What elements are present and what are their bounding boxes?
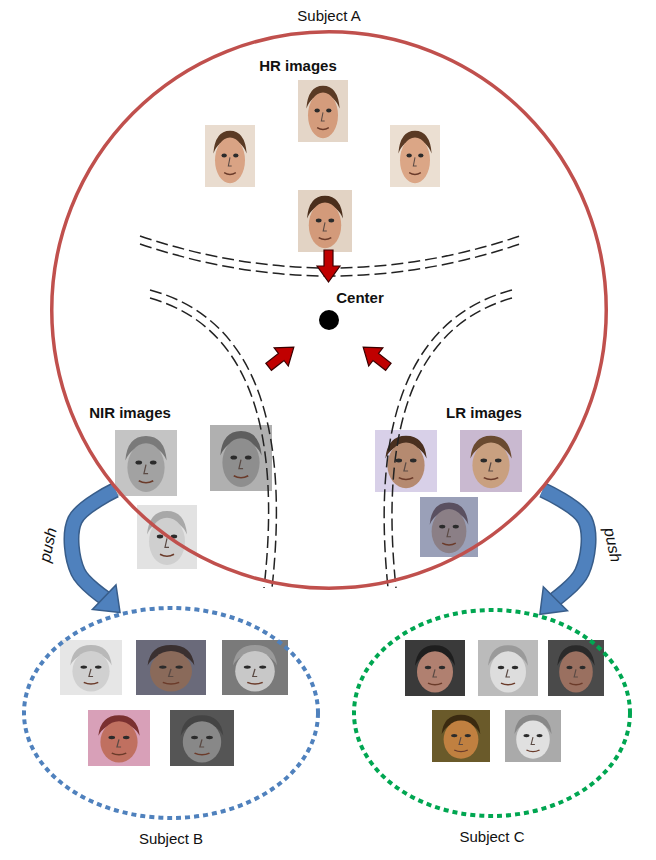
circle-border	[24, 608, 318, 818]
separator-line	[150, 290, 276, 588]
red-arrow	[317, 250, 340, 282]
center-arrows	[262, 250, 396, 376]
face-image	[298, 80, 348, 142]
edge-label: push	[599, 526, 624, 564]
face-image	[548, 640, 604, 696]
subject-c-face-images	[405, 640, 604, 762]
separator-line	[392, 298, 512, 588]
circle-border	[354, 610, 630, 816]
face-image	[298, 190, 352, 252]
circle-border	[52, 32, 607, 589]
red-arrow	[356, 338, 395, 376]
push-arrow	[71, 490, 120, 612]
face-image	[170, 710, 234, 766]
face-image	[420, 497, 478, 557]
face-image	[390, 125, 440, 187]
face-image	[432, 710, 490, 762]
push-arrow	[540, 490, 589, 614]
circle-outline	[352, 608, 632, 818]
arrow-body	[543, 490, 589, 600]
region-label: HR images	[259, 57, 337, 74]
face-image	[478, 640, 538, 696]
face-image	[505, 710, 561, 762]
arrow-head	[92, 585, 120, 613]
subject-circle: Subject A	[50, 30, 608, 590]
face-image	[405, 640, 465, 696]
subject-heading: Subject A	[297, 7, 360, 24]
face-image	[88, 710, 150, 766]
arrow-head	[540, 587, 568, 615]
center-dot	[319, 310, 339, 330]
face-image	[136, 640, 206, 695]
subject-circle: Subject C	[352, 608, 632, 818]
arrow-outline	[543, 490, 589, 600]
edge-label: push	[35, 526, 60, 564]
lr-face-images	[375, 430, 522, 557]
red-arrow	[262, 338, 301, 376]
face-image	[60, 640, 122, 695]
nir-face-images	[115, 425, 272, 569]
face-image	[115, 430, 177, 496]
circle-outline	[50, 30, 608, 590]
separator-line	[150, 298, 269, 588]
subject-circle: Subject B	[22, 606, 320, 820]
subject-b-face-images	[60, 640, 288, 766]
face-image	[205, 125, 255, 187]
hr-face-images	[205, 80, 440, 252]
arrow-outline	[71, 490, 115, 599]
subject-heading: Subject B	[139, 830, 203, 847]
face-image	[222, 640, 288, 695]
circle-outline	[22, 606, 320, 820]
region-label: NIR images	[89, 404, 171, 421]
separator-line	[384, 290, 512, 588]
arrow-body	[71, 490, 115, 599]
subject-heading: Subject C	[459, 828, 524, 845]
face-image	[460, 430, 522, 492]
region-label: LR images	[446, 404, 522, 421]
region-label: Center	[336, 289, 384, 306]
face-image	[375, 430, 437, 492]
